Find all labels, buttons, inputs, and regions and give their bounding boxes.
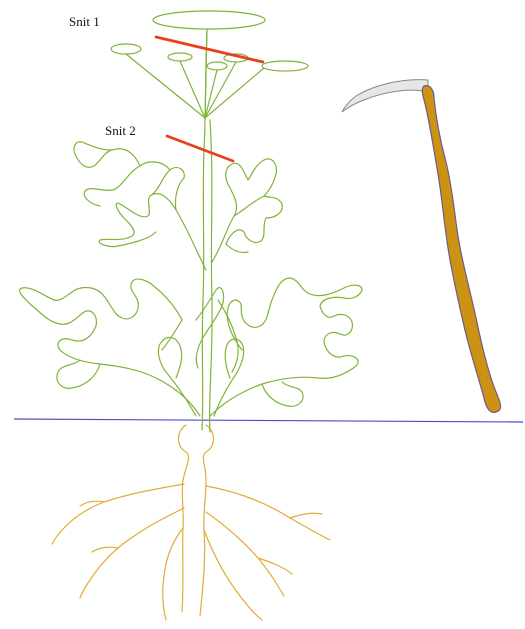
secondary-stem xyxy=(210,120,213,432)
leaf-lower-center-right xyxy=(214,300,244,416)
cut-2-label: Snit 2 xyxy=(105,123,136,139)
root-right-branch xyxy=(290,513,322,518)
root-right-small xyxy=(258,558,292,574)
umbel-rays xyxy=(126,30,264,118)
root-crown xyxy=(179,425,214,616)
leaf-lower-right xyxy=(210,278,362,416)
root-left-upper xyxy=(52,484,184,544)
cut-1-label: Snit 1 xyxy=(69,14,100,30)
umbel-mid-left xyxy=(168,53,192,61)
ground-line xyxy=(14,419,523,422)
root-right-middle xyxy=(206,512,284,596)
umbel-mid xyxy=(207,62,227,70)
root-left-lower xyxy=(163,528,183,620)
scythe-handle xyxy=(422,86,500,413)
scythe-blade xyxy=(342,80,428,112)
root-system xyxy=(52,425,330,620)
leaf-upper-left xyxy=(74,142,206,270)
plant-illustration xyxy=(20,11,362,432)
umbel-left xyxy=(111,44,141,54)
umbel-top xyxy=(153,11,265,29)
leaf-lower-left xyxy=(20,279,200,416)
root-left-middle xyxy=(80,508,184,598)
cut-mark-2 xyxy=(167,136,233,161)
leaf-upper-right xyxy=(212,159,282,262)
scythe-icon xyxy=(342,80,501,413)
cut-mark-1 xyxy=(156,37,263,62)
main-stem xyxy=(202,30,207,430)
leaf-lower-center-left xyxy=(158,288,223,416)
umbel-right xyxy=(262,61,308,71)
root-right-lower xyxy=(204,530,262,620)
